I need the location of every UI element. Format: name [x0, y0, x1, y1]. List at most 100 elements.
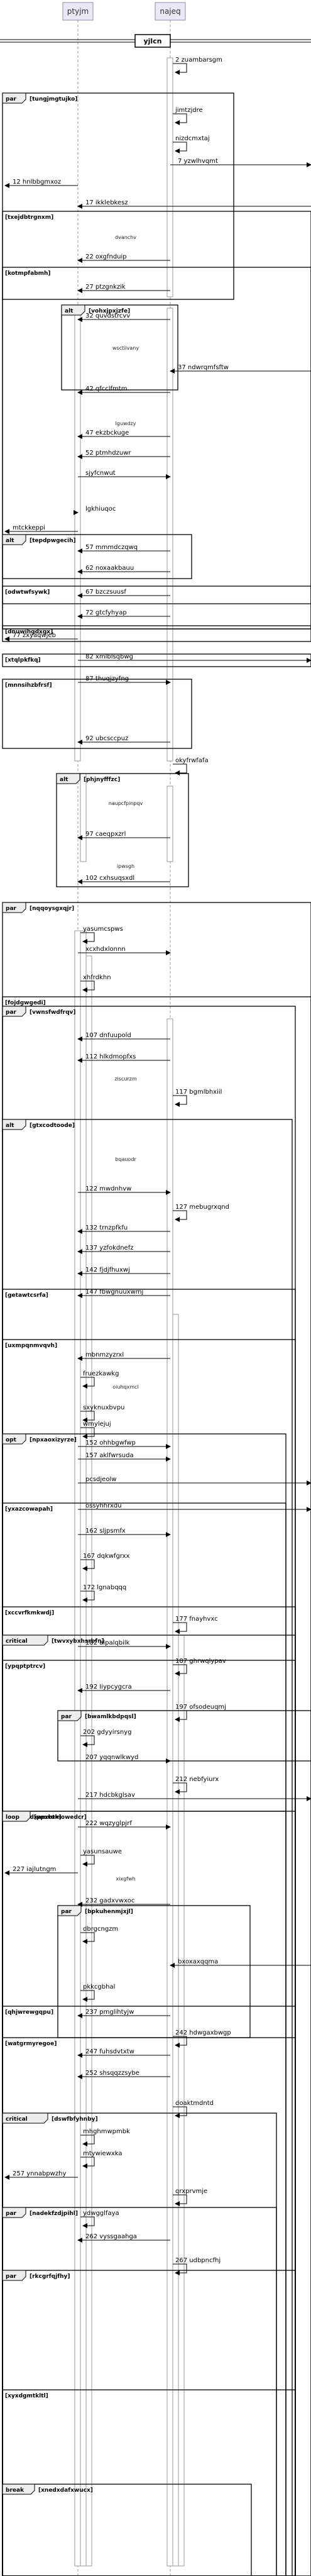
message: 132 trnzpfkfu — [77, 1224, 170, 1234]
message: 47 ekzbckuge — [77, 430, 170, 439]
message-label: doaktmdntd — [175, 2100, 214, 2107]
fragment-tag: opt — [6, 1437, 17, 1443]
message: 197 ofsodeuqmj — [173, 1704, 226, 1722]
message-label: 27 ptzgnkzik — [85, 284, 126, 291]
message-label: 207 yqqnwlkwyd — [85, 1754, 138, 1761]
fragment-condition: [uxmpqnmvqvh] — [5, 1343, 57, 1349]
message-label: ossyhhrxdu — [85, 1502, 122, 1509]
message-label: mtywiewxka — [83, 2150, 123, 2157]
message: 222 wqzyglpjrf — [78, 1820, 171, 1829]
message: mtywiewxka — [80, 2150, 123, 2168]
message-label: 202 gdyyirsnyg — [83, 1729, 132, 1736]
fragment-tag: par — [6, 2273, 17, 2280]
fragment-group: [fojdgwgedi] — [2, 996, 311, 2576]
message-label: pcsdjeolw — [85, 1476, 116, 1483]
fragment-condition: [fojdgwgedi] — [5, 1000, 46, 1006]
message-label: 32 quvdstrcvv — [85, 313, 130, 319]
message-label: 102 cxhsuqsxdl — [85, 875, 134, 882]
operand-label: bqauodr — [115, 1157, 136, 1162]
message: qrxprvmje — [173, 2188, 207, 2206]
message-label: 47 ekzbckuge — [85, 430, 129, 436]
fragment-critical: critical[dswfbfyhnby] — [2, 2112, 277, 2576]
message-label: 227 iajlutngm — [13, 1866, 56, 1873]
message-label: dbrgcngzm — [83, 1926, 118, 1933]
message-label: 177 fnayhvxc — [175, 1616, 218, 1623]
message: 112 hlkdmopfxs — [77, 1053, 170, 1063]
message-label: 62 noxaakbauu — [85, 565, 134, 572]
message: mbnmzyzrxl — [77, 1352, 170, 1361]
fragment-tag: par — [61, 1909, 72, 1915]
fragment-condition: [rkcgrfqjfhy] — [30, 2273, 70, 2280]
message-label: 77 zxyaqwjeb — [13, 632, 56, 639]
message-label: 117 bgmlbhxiil — [175, 1089, 222, 1096]
message-label: 267 udbpncfhj — [175, 2257, 221, 2264]
message: 232 gadxvwxoc — [77, 1897, 170, 1907]
message-label: 232 gadxvwxoc — [85, 1897, 134, 1904]
message: 87 thuqjzyfng — [78, 675, 171, 685]
message: pcsdjeolw — [78, 1476, 311, 1485]
message-label: 72 gtcfyhyap — [85, 609, 127, 616]
message: 42 qfcclfmtm — [77, 386, 170, 395]
message: 157 aklfwrsuda — [78, 1452, 171, 1462]
fragment-group: [uxmpqnmvqvh] — [2, 1339, 296, 2576]
operand-label: wsctiivany — [112, 345, 139, 351]
message-label: yasumcspws — [83, 926, 123, 933]
message-label: 107 dnfuupold — [85, 1032, 131, 1039]
message: 147 fbwgnuuxwmj — [77, 1289, 170, 1298]
fragment-condition: [qhjwrewgqpu] — [5, 2009, 53, 2016]
message-label: 142 fjdjfhuxwj — [85, 1267, 130, 1274]
fragment-alt: alt[phjnyfffzc] — [56, 773, 189, 887]
message: doaktmdntd — [173, 2100, 214, 2118]
fragment-break: break [xnedxdafxwucx] — [2, 2484, 252, 2576]
fragment-opt: opt [npxaoxizyrze] — [2, 1433, 286, 2576]
message-label: 212 nebfyiurx — [175, 1776, 219, 1783]
section-label: yjlcn — [143, 37, 161, 45]
message: 32 quvdstrcvv — [77, 313, 170, 322]
message-label: 92 ubcsccpuz — [85, 735, 128, 742]
fragment-tag: loop — [6, 1814, 19, 1821]
message-label: mtckkeppi — [13, 525, 45, 531]
message: 117 bgmlbhxiil — [173, 1089, 222, 1107]
message-label: 242 hdwgaxbwgp — [175, 2029, 231, 2036]
fragment-alt: alt[tepdpwgecih] — [2, 534, 192, 579]
fragment-condition: [xnedxdafxwucx] — [38, 2487, 93, 2494]
fragment-condition: [kotmpfabmh] — [5, 270, 51, 277]
message-label: 87 thuqjzyfng — [85, 675, 129, 682]
operand-label: dvanchv — [115, 235, 136, 240]
fragment-tag: critical — [6, 2116, 28, 2123]
message: ydwgglfaya — [80, 2210, 119, 2228]
fragment-group: [efkfemdxamvuk] — [2, 1811, 296, 2576]
message-label: sjyfcnwut — [85, 470, 116, 477]
fragment-par: par[tungjmgtujko] — [2, 92, 234, 300]
fragment-condition: [gtxcodtoode] — [30, 1123, 75, 1129]
message: sjyfcnwut — [78, 470, 171, 479]
participant-label: ptyjm — [67, 7, 89, 16]
message-label: 82 xmlblsqbwg — [85, 653, 133, 660]
message-label: 57 mmmdczqwq — [85, 544, 138, 551]
fragment-tag: break — [6, 2487, 25, 2494]
fragment-tag: par — [6, 2211, 17, 2217]
fragment-tag: par — [6, 1009, 17, 1016]
message-label: mbnmzyzrxl — [85, 1352, 124, 1358]
message: 102 cxhsuqsxdl — [77, 875, 170, 884]
fragment-condition: [npxaoxizyrze] — [30, 1437, 77, 1443]
message-label: lgkhiuqoc — [85, 506, 116, 513]
message: wmylejuj — [80, 1421, 111, 1439]
fragment-condition: [xccvrfkmkwdj] — [5, 1610, 54, 1616]
fragment-condition: [odwtwfsywk] — [5, 589, 50, 596]
message: 192 Iiypcygcra — [77, 1684, 170, 1693]
message-label: 217 hdcbkglsav — [85, 1792, 135, 1799]
message-label: wmylejuj — [83, 1421, 111, 1428]
message-label: mhghmwpmbk — [83, 2128, 130, 2135]
fragment-condition: [txejdbtrgnxm] — [5, 214, 53, 221]
message: 172 lgnabqqq — [80, 1584, 126, 1602]
fragment-condition: [watgrmyregoe] — [5, 2041, 57, 2047]
message-label: 42 qfcclfmtm — [85, 386, 127, 392]
fragment-par: par[nqqoysgxqjr] — [2, 902, 311, 2576]
message-label: 12 hnlbbgmxoz — [13, 179, 61, 186]
message: 92 ubcsccpuz — [77, 735, 170, 745]
message-label: 172 lgnabqqq — [83, 1584, 126, 1591]
message: 122 mwdnhvw — [78, 1185, 171, 1195]
message: 262 vyssgaahga — [77, 2233, 170, 2243]
